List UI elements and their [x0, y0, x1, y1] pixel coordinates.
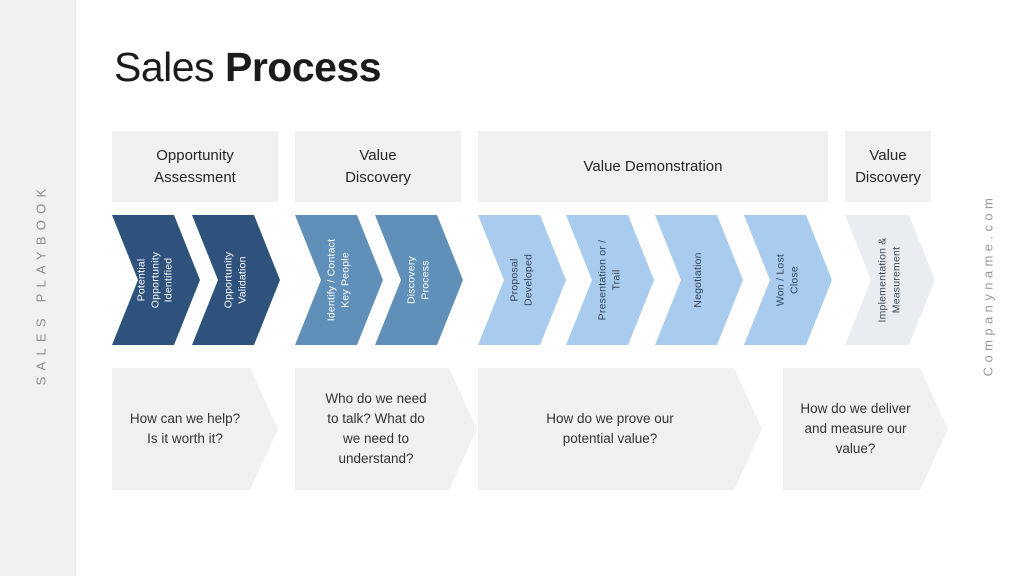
question-arrow-prove-value: How do we prove our potential value?: [478, 368, 762, 490]
process-chevron-proposal-developed: Proposal Developed: [478, 215, 566, 345]
process-chevron-presentation-trail: Presentation or / Trail: [566, 215, 654, 345]
chevron-label: Proposal Developed: [508, 253, 534, 307]
title-light-part: Sales: [114, 44, 215, 90]
phase-header-value-discovery-2: Value Discovery: [845, 131, 931, 202]
chevron-label: Negotiation: [692, 252, 705, 308]
process-chevron-implementation-measurement: Implementation & Measurement: [845, 215, 935, 345]
sales-playbook-vertical-label: SALES PLAYBOOK: [33, 182, 49, 386]
companyname-vertical-label: Companyname.com: [980, 193, 996, 377]
phase-header-value-demonstration: Value Demonstration: [478, 131, 828, 202]
question-arrow-how-can-we-help: How can we help? Is it worth it?: [112, 368, 278, 490]
phase-header-opportunity-assessment: Opportunity Assessment: [112, 131, 278, 202]
question-arrow-deliver-measure-value: How do we deliver and measure our value?: [783, 368, 948, 490]
process-chevron-negotiation: Negotiation: [655, 215, 743, 345]
phase-header-value-discovery: Value Discovery: [295, 131, 461, 202]
process-chevron-identify-contact: Identify / Contact Key People: [295, 215, 383, 345]
chevron-label: Won / Lost Close: [774, 253, 800, 307]
chevron-label: Identify / Contact Key People: [325, 238, 351, 322]
left-sidebar: [0, 0, 76, 576]
process-chevron-discovery-process: Discovery Process: [375, 215, 463, 345]
chevron-label: Presentation or / Trail: [596, 239, 622, 321]
chevron-label: Implementation & Measurement: [876, 237, 902, 323]
process-chevron-won-lost-close: Won / Lost Close: [744, 215, 832, 345]
question-arrow-who-do-we-need: Who do we need to talk? What do we need …: [295, 368, 477, 490]
process-chevron-opportunity-validation: Opportunity Validation: [192, 215, 280, 345]
chevron-label: Discovery Process: [405, 256, 431, 304]
chevron-label: Potential Opportunity Identified: [135, 251, 175, 309]
process-chevron-potential-opportunity: Potential Opportunity Identified: [112, 215, 200, 345]
chevron-label: Opportunity Validation: [222, 251, 248, 309]
page-title: Sales Process: [114, 44, 382, 91]
title-bold-part: Process: [224, 44, 382, 90]
